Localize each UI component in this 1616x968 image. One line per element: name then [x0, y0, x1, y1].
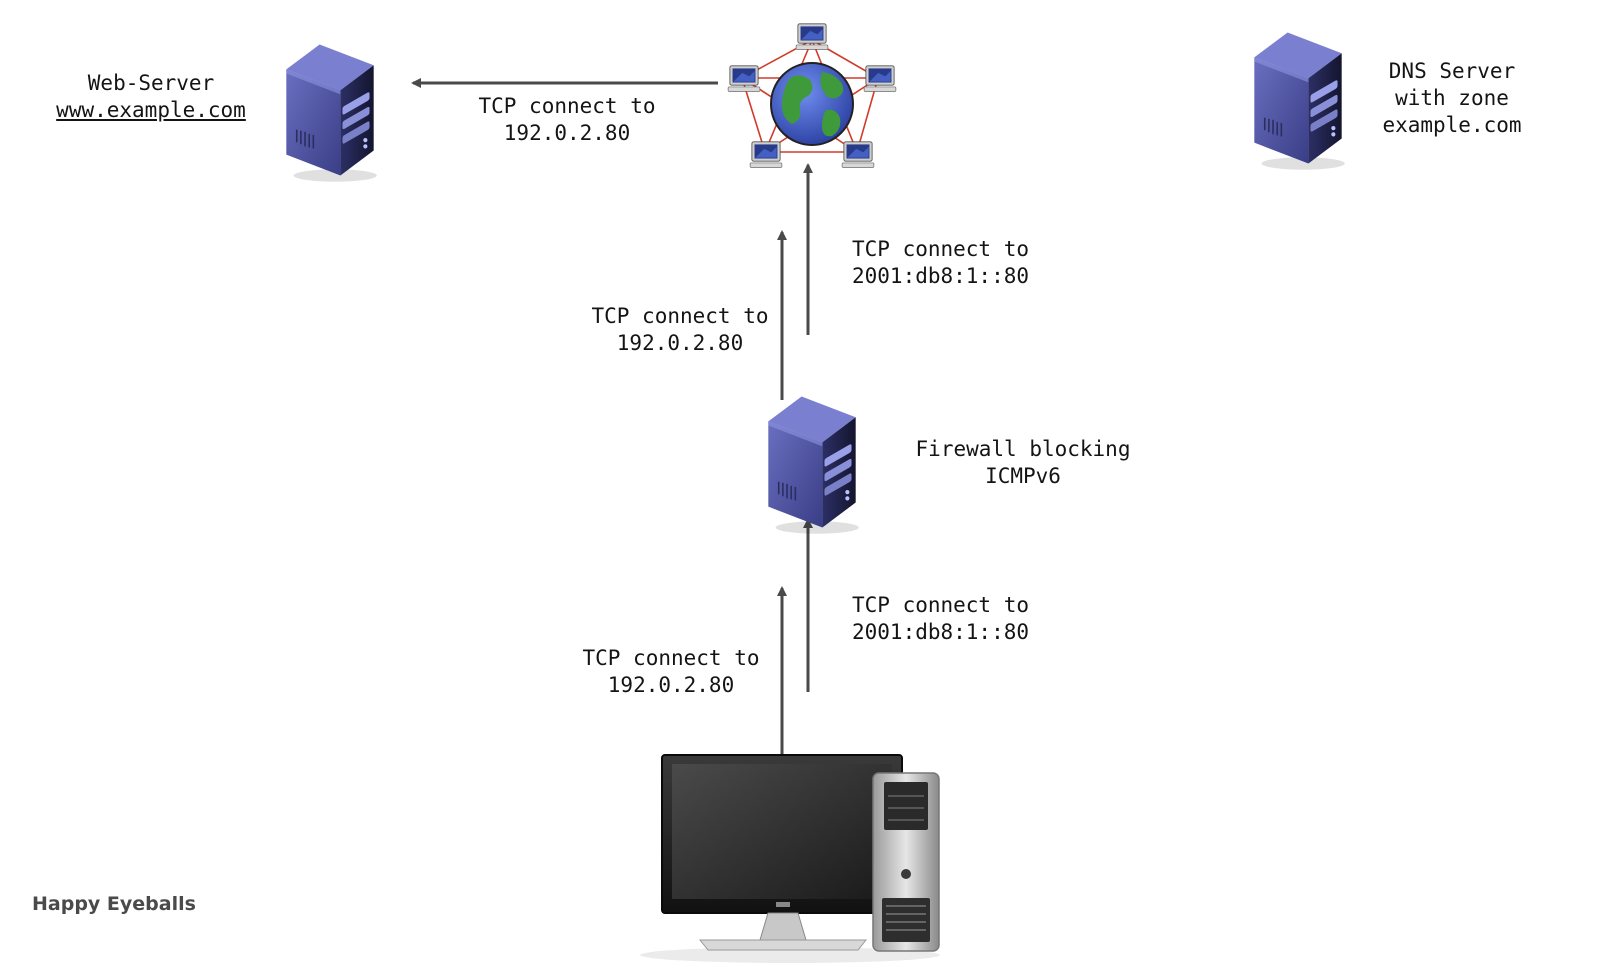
edge-label-client-to-firewall-v4: TCP connect to 192.0.2.80 — [566, 645, 776, 699]
edge-label-line1: TCP connect to — [591, 304, 769, 328]
edge-label-line1: TCP connect to — [852, 237, 1030, 261]
edge-label-line2: 2001:db8:1::80 — [852, 620, 1030, 644]
web-server-icon — [285, 43, 378, 183]
web-server-host-link[interactable]: www.example.com — [56, 98, 246, 122]
desktop-computer-icon — [640, 754, 940, 963]
firewall-line2: ICMPv6 — [985, 464, 1061, 488]
dns-server-line2: with zone — [1395, 86, 1509, 110]
edge-label-client-to-firewall-v6: TCP connect to 2001:db8:1::80 — [852, 592, 1052, 646]
edge-label-line2: 192.0.2.80 — [503, 121, 631, 145]
arrows — [411, 78, 813, 756]
edge-label-line2: 192.0.2.80 — [616, 331, 744, 355]
web-server-label: Web-Server www.example.com — [48, 70, 254, 124]
dns-server-icon — [1253, 31, 1346, 171]
dns-server-label: DNS Server with zone example.com — [1352, 58, 1552, 139]
dns-server-line3: example.com — [1382, 113, 1522, 137]
edge-label-line2: 2001:db8:1::80 — [852, 264, 1030, 288]
edge-label-line1: TCP connect to — [582, 646, 760, 670]
firewall-line1: Firewall blocking — [915, 437, 1131, 461]
edge-label-line1: TCP connect to — [852, 593, 1030, 617]
dns-server-line1: DNS Server — [1388, 59, 1516, 83]
edge-label-line2: 192.0.2.80 — [607, 673, 735, 697]
edge-label-firewall-to-internet-v4: TCP connect to 192.0.2.80 — [575, 303, 785, 357]
edge-label-firewall-to-internet-v6: TCP connect to 2001:db8:1::80 — [852, 236, 1052, 290]
web-server-name: Web-Server — [87, 71, 215, 95]
firewall-label: Firewall blocking ICMPv6 — [908, 436, 1138, 490]
internet-globe-icon — [727, 23, 897, 168]
diagram-caption: Happy Eyeballs — [32, 893, 196, 915]
edge-label-internet-to-web: TCP connect to 192.0.2.80 — [462, 93, 672, 147]
firewall-server-icon — [767, 395, 860, 535]
edge-label-line1: TCP connect to — [478, 94, 656, 118]
